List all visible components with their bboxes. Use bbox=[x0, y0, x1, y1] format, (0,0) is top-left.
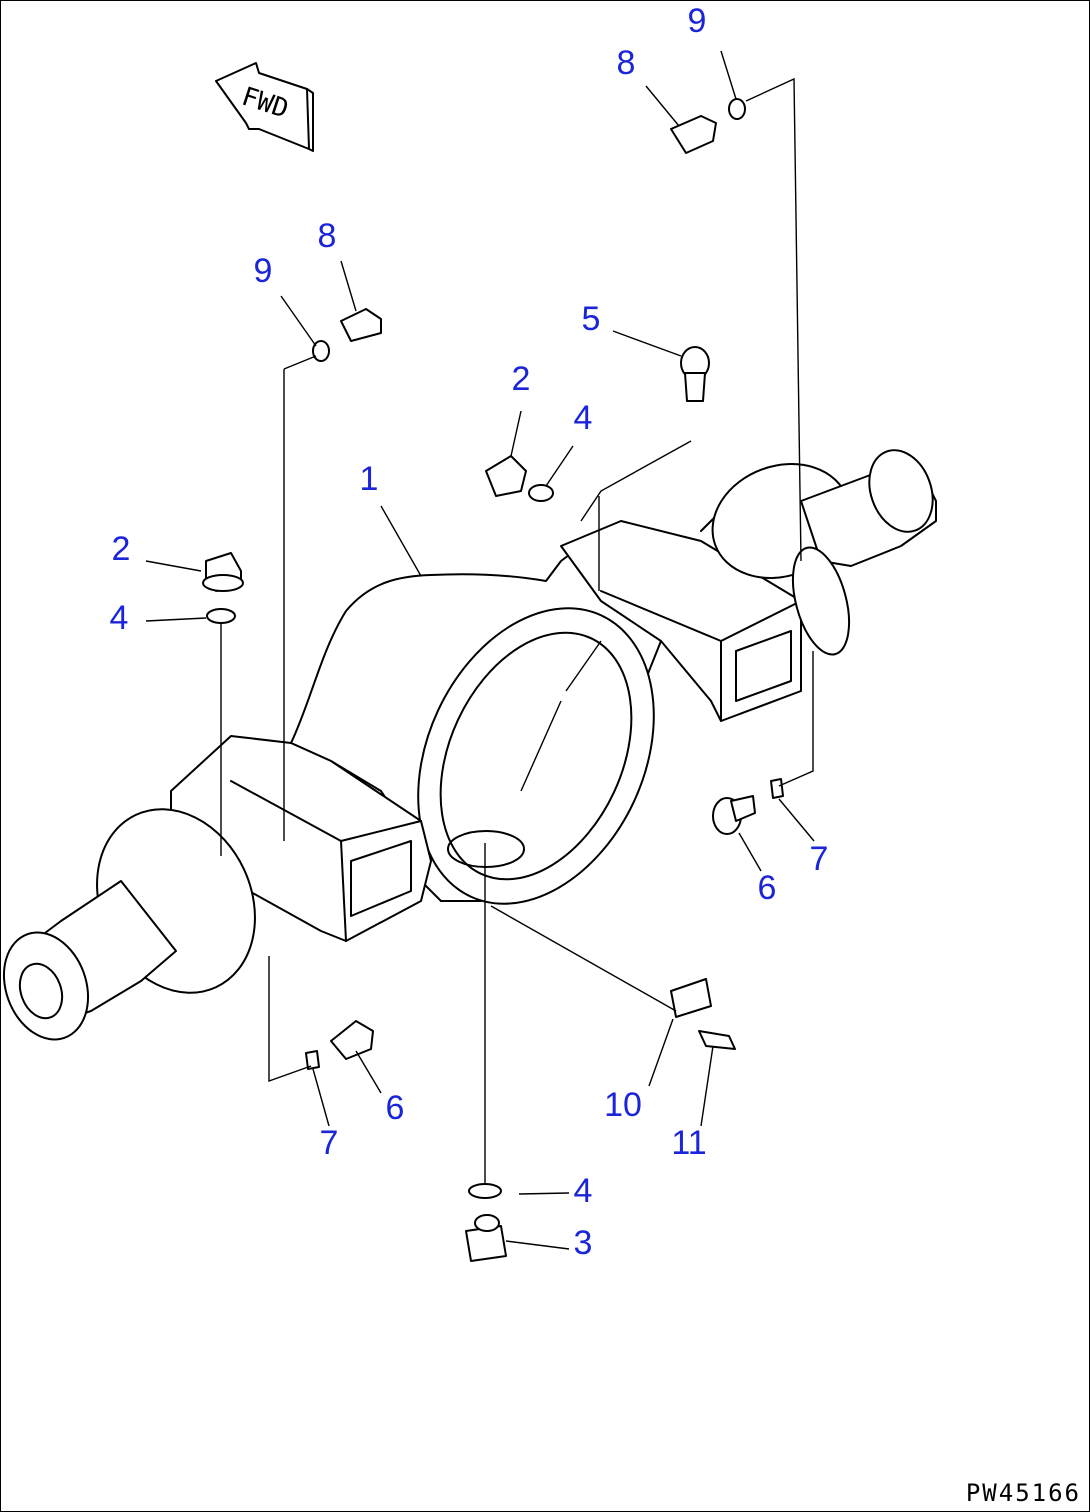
callout-8a: 8 bbox=[317, 217, 337, 255]
part-6-bolt-right bbox=[712, 795, 756, 835]
part-2-bolt-left bbox=[202, 552, 244, 592]
part-4-washer-right bbox=[528, 484, 554, 502]
callout-6b: 6 bbox=[385, 1089, 405, 1127]
part-3-drain-plug bbox=[465, 1214, 507, 1262]
callout-2a: 2 bbox=[111, 530, 131, 568]
callout-5: 5 bbox=[581, 300, 601, 338]
callout-9b: 9 bbox=[687, 2, 707, 40]
fwd-arrow-plate: FWD bbox=[215, 62, 314, 152]
callout-6a: 6 bbox=[757, 869, 777, 907]
part-7-washer-left bbox=[305, 1050, 320, 1070]
part-2-bolt-right bbox=[485, 455, 527, 497]
callout-10: 10 bbox=[604, 1086, 642, 1124]
part-10-bracket bbox=[670, 978, 712, 1018]
callout-11: 11 bbox=[671, 1124, 707, 1162]
part-11-bolt bbox=[698, 1030, 736, 1050]
callout-4b: 4 bbox=[573, 399, 593, 437]
part-9-ring-left bbox=[312, 340, 330, 362]
part-8-plug-left bbox=[340, 308, 382, 342]
part-9-ring-right bbox=[728, 98, 746, 120]
drawing-code: PW45166 bbox=[965, 1479, 1081, 1507]
callout-7b: 7 bbox=[319, 1124, 339, 1162]
axle-housing bbox=[2, 449, 937, 1041]
part-8-plug-right bbox=[670, 115, 717, 154]
part-6-bolt-left bbox=[330, 1020, 374, 1060]
callout-4c: 4 bbox=[573, 1172, 593, 1210]
part-4-washer-bottom bbox=[468, 1183, 502, 1199]
callout-3: 3 bbox=[573, 1224, 593, 1262]
callout-8b: 8 bbox=[616, 44, 636, 82]
callout-2b: 2 bbox=[511, 360, 531, 398]
callout-4a: 4 bbox=[109, 599, 129, 637]
part-4-washer-left bbox=[206, 608, 236, 624]
part-7-washer-right bbox=[770, 778, 784, 799]
part-5-breather bbox=[680, 346, 710, 402]
callout-1: 1 bbox=[359, 460, 379, 498]
callout-7a: 7 bbox=[809, 840, 829, 878]
leader-lines bbox=[145, 50, 815, 1250]
callout-9a: 9 bbox=[253, 252, 273, 290]
